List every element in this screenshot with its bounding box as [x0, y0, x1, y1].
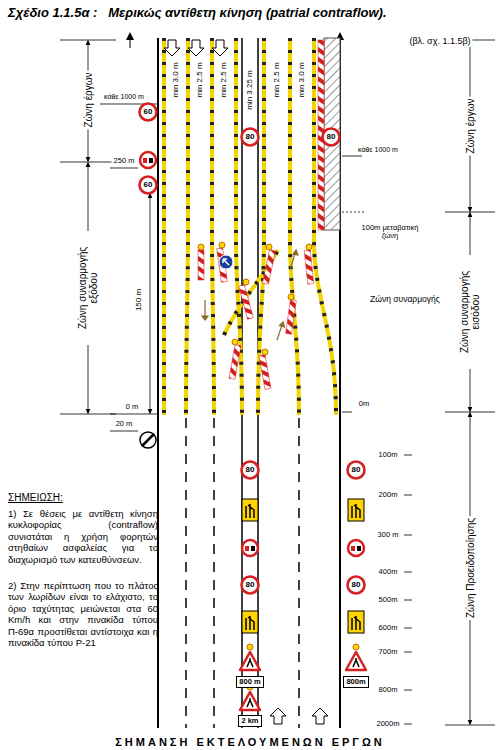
sign-text: 60	[144, 108, 153, 116]
vertical-label: min 2.5 m	[220, 62, 229, 97]
sign-text: 80	[352, 466, 361, 474]
dimension-label: ΣΗΜΕΙΩΣΗ:	[8, 492, 63, 503]
dimension-label: 800m	[377, 686, 400, 694]
dimension-label: 300 m	[376, 531, 401, 539]
sign-text: 800 m	[239, 678, 260, 686]
dimension-label: (βλ. σχ. 1.1.5β)	[407, 37, 472, 47]
speed-limit-sign: 80	[321, 127, 341, 147]
distance-plaque: 800m	[343, 676, 369, 688]
speed-limit-sign: 60	[138, 175, 158, 195]
sign-text: 80	[246, 133, 255, 141]
diagram-title: Σχέδιο 1.1.5α : Μερικώς αντίθετη κίνηση …	[8, 6, 387, 20]
sign-text: 80	[352, 581, 361, 589]
speed-limit-sign: 80	[346, 575, 366, 595]
sign-text: 80	[327, 133, 336, 141]
dimension-label: 100m μεταβατική ζώνη	[353, 224, 427, 241]
dimension-label: 2000m	[375, 720, 402, 728]
dimension-label: 600m	[377, 624, 400, 632]
speed-limit-sign: 80	[346, 460, 366, 480]
speed-limit-sign: 60	[138, 102, 158, 122]
dimension-label: 200m	[377, 491, 400, 499]
dimension-label: 0m	[357, 400, 371, 408]
speed-limit-sign: 80	[240, 460, 260, 480]
dimension-label: 400m	[377, 568, 400, 576]
dimension-label: 700m	[377, 648, 400, 656]
dimension-label: κάθε 1000 m	[102, 93, 146, 101]
dimension-label: κάθε 1000 m	[356, 146, 400, 154]
sign-text: 80	[246, 466, 255, 474]
sign-text: 80	[246, 581, 255, 589]
dimension-label: 0 m	[124, 403, 141, 411]
sign-text: 60	[144, 181, 153, 189]
dimension-label: 250 m	[112, 157, 137, 165]
vertical-label: min 3.25 m	[246, 68, 255, 112]
vertical-label: Ζώνη έργων	[465, 96, 476, 155]
dimension-label: 100m	[377, 451, 400, 459]
distance-plaque: 800 m	[236, 676, 264, 688]
footer-caption: ΣΗΜΑΝΣΗ ΕΚΤΕΛΟΥΜΕΝΩΝ ΕΡΓΩΝ	[115, 736, 384, 748]
vertical-label: min 2.5 m	[273, 62, 282, 97]
vertical-label: min 3.0 m	[172, 62, 181, 97]
dimension-label: 20 m	[114, 420, 135, 428]
vertical-label: Ζώνη έργων	[83, 70, 94, 129]
dimension-label: 500m	[377, 596, 400, 604]
vertical-label: Ζώνη Προειδοποίησης	[465, 516, 476, 620]
dimension-label: Ζώνη συναρμογής	[368, 295, 442, 304]
vertical-label: min 3.0 m	[298, 62, 307, 97]
speed-limit-sign: 80	[240, 575, 260, 595]
vertical-label: Ζώνη συναρμογής εισόδου	[459, 255, 481, 369]
speed-limit-sign: 80	[240, 127, 260, 147]
note-text: 1) Σε θέσεις με αντίθετη κίνηση κυκλοφορ…	[8, 508, 158, 565]
distance-plaque: 2 km	[238, 715, 262, 727]
vertical-label: Ζώνη συναρμογής εξόδου	[77, 231, 99, 345]
vertical-label: min 2.5 m	[196, 62, 205, 97]
vertical-label: 150 m	[135, 287, 144, 313]
sign-text: 800m	[346, 678, 365, 686]
note-text: 2) Στην περίπτωση που το πλάτος των λωρί…	[8, 580, 158, 648]
sign-text: 2 km	[241, 717, 258, 725]
